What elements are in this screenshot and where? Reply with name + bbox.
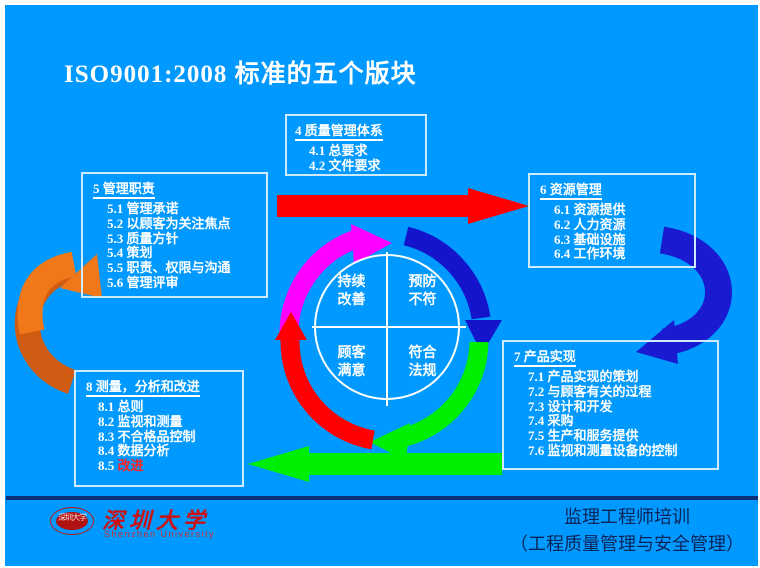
list-item: 5.2 以顾客为关注焦点 xyxy=(107,215,231,231)
quadrant-line1: 顾客 xyxy=(337,346,366,362)
quadrant-line1: 持续 xyxy=(337,275,366,291)
list-item: 4.2 文件要求 xyxy=(309,157,381,173)
clause-7-heading-wrap: 7 产品实现 xyxy=(504,342,717,369)
list-item: 8.1 总则 xyxy=(98,399,144,414)
page-title: ISO9001:2008 标准的五个版块 xyxy=(64,61,417,88)
list-item-highlighted: 8.5 改进 xyxy=(98,458,242,474)
clause-5-heading-wrap: 5 管理职责 xyxy=(83,174,266,201)
circle-quadrant-top-right: 预防 不符 xyxy=(387,256,458,327)
list-item: 5.5 职责、权限与沟通 xyxy=(107,260,231,276)
curved-arrow-box6-to-box7-icon xyxy=(636,226,732,364)
list-item: 5.1 管理承诺 xyxy=(107,201,179,216)
circle-quadrant-bottom-left: 顾客 满意 xyxy=(316,327,387,398)
university-seal-icon: 深圳大学 xyxy=(50,507,94,535)
circle-quadrant-top-left: 持续 改善 xyxy=(316,256,387,327)
circle-quadrant-bottom-right: 符合 法规 xyxy=(387,327,458,398)
clause-5-list: 5.1 管理承诺 5.2 以顾客为关注焦点 5.3 质量方针 5.4 策划 5.… xyxy=(83,201,266,295)
clause-box-5: 5 管理职责 5.1 管理承诺 5.2 以顾客为关注焦点 5.3 质量方针 5.… xyxy=(81,172,268,298)
quadrant-line2: 不符 xyxy=(408,292,437,308)
straight-arrow-box7-to-box8-icon xyxy=(248,446,502,482)
clause-6-list: 6.1 资源提供 6.2 人力资源 6.3 基础设施 6.4 工作环境 xyxy=(530,202,694,266)
quadrant-line1: 预防 xyxy=(408,275,437,291)
clause-box-6: 6 资源管理 6.1 资源提供 6.2 人力资源 6.3 基础设施 6.4 工作… xyxy=(528,173,696,268)
clause-8-5-number: 8.5 xyxy=(98,458,115,474)
footer-divider xyxy=(6,496,758,500)
circle-horizontal-divider xyxy=(312,326,466,328)
university-name-cn: 深圳大学 xyxy=(102,508,211,533)
clause-6-heading-wrap: 6 资源管理 xyxy=(530,175,694,202)
clause-8-heading-wrap: 8 测量，分析和改进 xyxy=(76,372,242,399)
clause-6-heading: 6 资源管理 xyxy=(540,179,602,200)
list-item: 6.2 人力资源 xyxy=(554,216,626,232)
list-item: 5.6 管理评审 xyxy=(107,275,179,291)
list-item: 7.1 产品实现的策划 xyxy=(528,369,639,384)
list-item: 4.1 总要求 xyxy=(309,143,368,158)
footer-course-title: 监理工程师培训 （工程质量管理与安全管理） xyxy=(510,504,744,558)
footer-line-1: 监理工程师培训 xyxy=(564,507,690,527)
seal-text: 深圳大学 xyxy=(56,512,88,530)
clause-8-5-text: 改进 xyxy=(117,458,144,474)
straight-arrow-box5-to-box6-icon xyxy=(277,188,529,224)
list-item: 6.3 基础设施 xyxy=(554,231,626,247)
list-item: 5.4 策划 xyxy=(107,245,153,261)
clause-8-list: 8.1 总则 8.2 监视和测量 8.3 不合格品控制 8.4 数据分析 8.5… xyxy=(76,399,242,478)
list-item: 8.3 不合格品控制 xyxy=(98,428,196,444)
circle-vertical-divider xyxy=(386,252,388,406)
list-item: 8.4 数据分析 xyxy=(98,443,170,459)
quadrant-line2: 改善 xyxy=(337,292,366,308)
arc-arrow-bottom-right-icon xyxy=(370,341,489,461)
clause-7-heading: 7 产品实现 xyxy=(514,346,576,367)
clause-7-list: 7.1 产品实现的策划 7.2 与顾客有关的过程 7.3 设计和开发 7.4 采… xyxy=(504,369,717,463)
arc-arrow-bottom-left-icon xyxy=(275,312,375,450)
curved-arrow-box8-to-box5-icon xyxy=(14,251,102,394)
clause-4-heading-wrap: 4 质量管理体系 xyxy=(287,116,425,143)
list-item: 5.3 质量方针 xyxy=(107,230,179,246)
list-item: 7.2 与顾客有关的过程 xyxy=(528,383,652,399)
quadrant-line2: 法规 xyxy=(408,363,437,379)
footer: 深圳大学 深圳大学 Shenzhen University 监理工程师培训 （工… xyxy=(2,500,758,566)
clause-4-heading: 4 质量管理体系 xyxy=(295,120,383,141)
university-logo: 深圳大学 深圳大学 Shenzhen University xyxy=(50,505,250,545)
list-item: 7.4 采购 xyxy=(528,413,574,429)
list-item: 8.2 监视和测量 xyxy=(98,413,183,429)
list-item: 7.5 生产和服务提供 xyxy=(528,428,639,444)
clause-5-heading: 5 管理职责 xyxy=(93,178,155,199)
university-name-en: Shenzhen University xyxy=(104,529,216,539)
quadrant-line1: 符合 xyxy=(408,346,437,362)
list-item: 6.1 资源提供 xyxy=(554,202,626,217)
quadrant-line2: 满意 xyxy=(337,363,366,379)
clause-4-list: 4.1 总要求 4.2 文件要求 xyxy=(287,143,425,178)
pdca-circle: 持续 改善 预防 不符 顾客 满意 符合 法规 xyxy=(312,252,466,406)
clause-8-heading: 8 测量，分析和改进 xyxy=(86,376,200,397)
clause-box-7: 7 产品实现 7.1 产品实现的策划 7.2 与顾客有关的过程 7.3 设计和开… xyxy=(502,340,719,470)
footer-line-2: （工程质量管理与安全管理） xyxy=(510,534,744,554)
clause-box-4: 4 质量管理体系 4.1 总要求 4.2 文件要求 xyxy=(285,114,427,176)
list-item: 7.3 设计和开发 xyxy=(528,398,613,414)
list-item: 6.4 工作环境 xyxy=(554,246,626,262)
clause-box-8: 8 测量，分析和改进 8.1 总则 8.2 监视和测量 8.3 不合格品控制 8… xyxy=(74,370,244,487)
list-item: 7.6 监视和测量设备的控制 xyxy=(528,443,678,459)
arc-arrow-top-right-icon xyxy=(403,226,502,354)
